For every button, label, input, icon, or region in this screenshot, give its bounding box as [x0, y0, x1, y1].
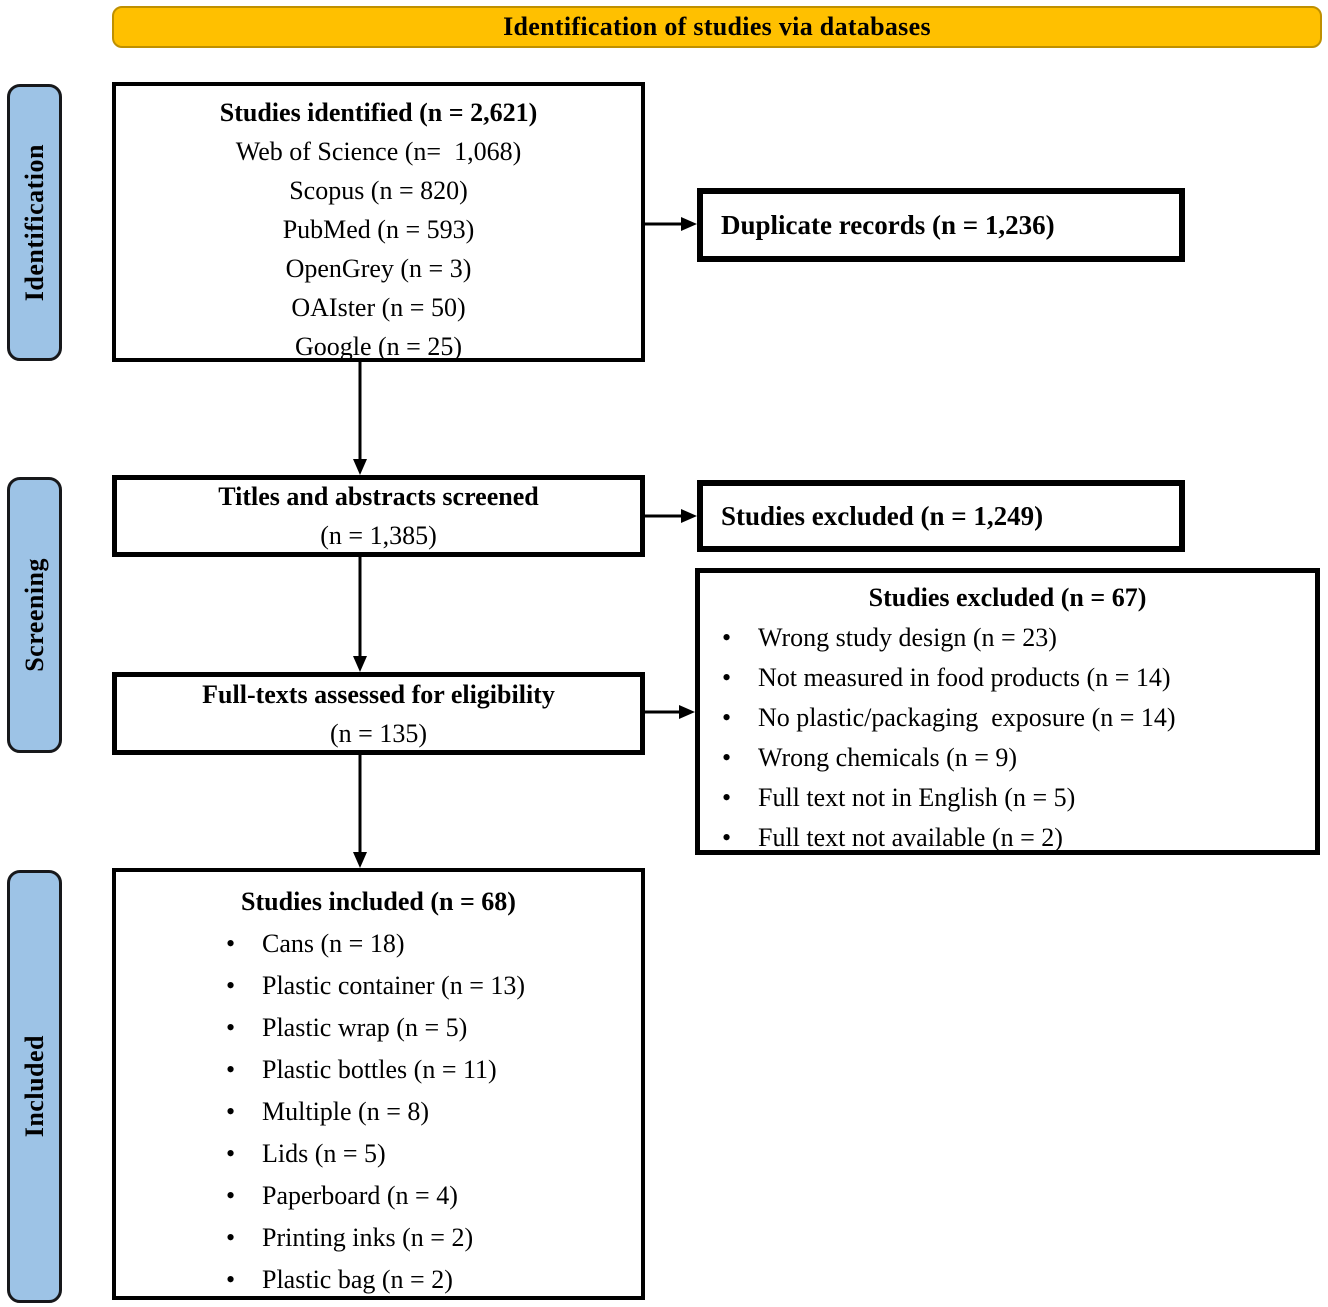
list-item: Plastic container (n = 13) [226, 965, 641, 1007]
box-titles-abstracts-screened: Titles and abstracts screened (n = 1,385… [112, 475, 645, 557]
list-item: Lids (n = 5) [226, 1133, 641, 1175]
stage-label-included: Included [7, 870, 62, 1303]
diagram-title-banner: Identification of studies via databases [112, 6, 1322, 48]
list-item: PubMed (n = 593) [282, 215, 475, 244]
list-item: Plastic wrap (n = 5) [226, 1007, 641, 1049]
arrowhead-fulltexts-to-excluded [679, 705, 695, 719]
excluded-fulltext-title: Studies excluded (n = 67) [868, 583, 1147, 612]
list-item: Wrong study design (n = 23) [722, 618, 1315, 658]
arrowhead-screened-to-fulltexts [353, 656, 367, 672]
box-studies-identified: Studies identified (n = 2,621) Web of Sc… [112, 82, 645, 362]
box-fulltexts-assessed: Full-texts assessed for eligibility (n =… [112, 672, 645, 755]
box-studies-included: Studies included (n = 68) Cans (n = 18)P… [112, 868, 645, 1300]
list-item: Printing inks (n = 2) [226, 1217, 641, 1259]
included-title: Studies included (n = 68) [241, 887, 516, 916]
diagram-title: Identification of studies via databases [503, 12, 931, 41]
included-categories-list: Cans (n = 18)Plastic container (n = 13)P… [116, 923, 641, 1301]
list-item: Google (n = 25) [294, 332, 463, 361]
excluded-fulltext-reasons-list: Wrong study design (n = 23)Not measured … [700, 618, 1315, 858]
box-studies-excluded-fulltext: Studies excluded (n = 67) Wrong study de… [695, 568, 1320, 855]
box-studies-excluded-screening: Studies excluded (n = 1,249) [697, 480, 1185, 552]
screened-count: (n = 1,385) [320, 521, 437, 550]
list-item: Multiple (n = 8) [226, 1091, 641, 1133]
list-item: Full text not available (n = 2) [722, 818, 1315, 858]
stage-label-screening-text: Screening [19, 558, 49, 672]
duplicate-records-title: Duplicate records (n = 1,236) [721, 209, 1055, 240]
fulltexts-title: Full-texts assessed for eligibility [202, 679, 555, 709]
screened-title: Titles and abstracts screened [218, 482, 539, 511]
fulltexts-count: (n = 135) [330, 718, 427, 748]
list-item: OAIster (n = 50) [291, 293, 466, 322]
arrowhead-identified-to-duplicates [681, 217, 697, 231]
box-duplicate-records: Duplicate records (n = 1,236) [697, 188, 1185, 262]
excluded-screening-title: Studies excluded (n = 1,249) [721, 500, 1044, 531]
arrowhead-identified-to-screened [353, 459, 367, 475]
list-item: Plastic bag (n = 2) [226, 1259, 641, 1301]
list-item: Plastic bottles (n = 11) [226, 1049, 641, 1091]
stage-label-identification: Identification [7, 84, 62, 361]
list-item: OpenGrey (n = 3) [285, 254, 472, 283]
arrowhead-screened-to-excluded [681, 509, 697, 523]
studies-identified-title: Studies identified (n = 2,621) [219, 98, 538, 127]
list-item: Paperboard (n = 4) [226, 1175, 641, 1217]
stage-label-screening: Screening [7, 477, 62, 753]
list-item: Wrong chemicals (n = 9) [722, 738, 1315, 778]
stage-label-identification-text: Identification [19, 143, 49, 302]
arrowhead-fulltexts-to-included [353, 852, 367, 868]
list-item: No plastic/packaging exposure (n = 14) [722, 698, 1315, 738]
list-item: Cans (n = 18) [226, 923, 641, 965]
list-item: Full text not in English (n = 5) [722, 778, 1315, 818]
list-item: Not measured in food products (n = 14) [722, 658, 1315, 698]
list-item: Scopus (n = 820) [289, 176, 468, 205]
list-item: Web of Science (n= 1,068) [235, 137, 522, 166]
stage-label-included-text: Included [19, 1035, 49, 1138]
identified-sources-list: Web of Science (n= 1,068) Scopus (n = 820… [116, 132, 641, 366]
